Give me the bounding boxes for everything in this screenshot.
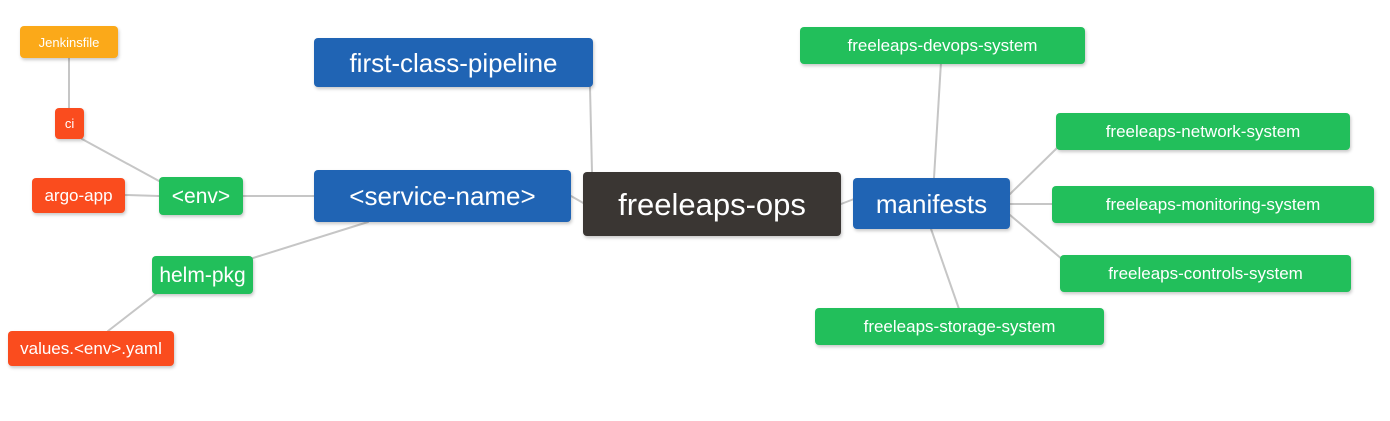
node-argo-app[interactable]: argo-app <box>32 178 125 213</box>
node-label: freeleaps-devops-system <box>847 36 1038 55</box>
node-freeleaps-network-system[interactable]: freeleaps-network-system <box>1056 113 1350 150</box>
node-label: <service-name> <box>349 181 536 211</box>
edge-manifests-devops-system <box>933 61 942 179</box>
edge-env-argo-app <box>124 194 160 197</box>
node-label: first-class-pipeline <box>349 47 558 78</box>
node-label: values.<env>.yaml <box>20 339 162 358</box>
node-label: argo-app <box>44 186 113 205</box>
node-freeleaps-monitoring-system[interactable]: freeleaps-monitoring-system <box>1052 186 1374 223</box>
node-label: <env> <box>171 184 231 208</box>
node-label: helm-pkg <box>159 263 246 287</box>
node-label: Jenkinsfile <box>38 34 100 50</box>
node-values-yaml[interactable]: values.<env>.yaml <box>8 331 174 366</box>
node-freeleaps-ops[interactable]: freeleaps-ops <box>583 172 841 236</box>
node-freeleaps-storage-system[interactable]: freeleaps-storage-system <box>815 308 1104 345</box>
node-label: manifests <box>875 188 988 219</box>
node-freeleaps-devops-system[interactable]: freeleaps-devops-system <box>800 27 1085 64</box>
node-service-name[interactable]: <service-name> <box>314 170 571 222</box>
node-helm-pkg[interactable]: helm-pkg <box>152 256 253 294</box>
node-manifests[interactable]: manifests <box>853 178 1010 229</box>
node-freeleaps-controls-system[interactable]: freeleaps-controls-system <box>1060 255 1351 292</box>
node-label: ci <box>64 116 75 131</box>
node-env[interactable]: <env> <box>159 177 243 215</box>
node-label: freeleaps-network-system <box>1105 122 1301 141</box>
node-first-class-pipeline[interactable]: first-class-pipeline <box>314 38 593 87</box>
node-label: freeleaps-ops <box>618 186 806 222</box>
node-ci[interactable]: ci <box>55 108 84 139</box>
edge-manifests-storage-system <box>929 225 960 310</box>
edge-helm-pkg-values-yaml <box>107 292 158 332</box>
edge-env-ci <box>81 138 160 182</box>
node-label: freeleaps-controls-system <box>1108 264 1303 283</box>
node-label: freeleaps-storage-system <box>863 317 1056 336</box>
edge-service-name-helm-pkg <box>252 221 369 259</box>
edge-root-first-class-pipeline <box>589 86 593 173</box>
node-label: freeleaps-monitoring-system <box>1105 195 1321 214</box>
node-jenkinsfile[interactable]: Jenkinsfile <box>20 26 118 58</box>
edge-manifests-network-system <box>1009 147 1058 195</box>
